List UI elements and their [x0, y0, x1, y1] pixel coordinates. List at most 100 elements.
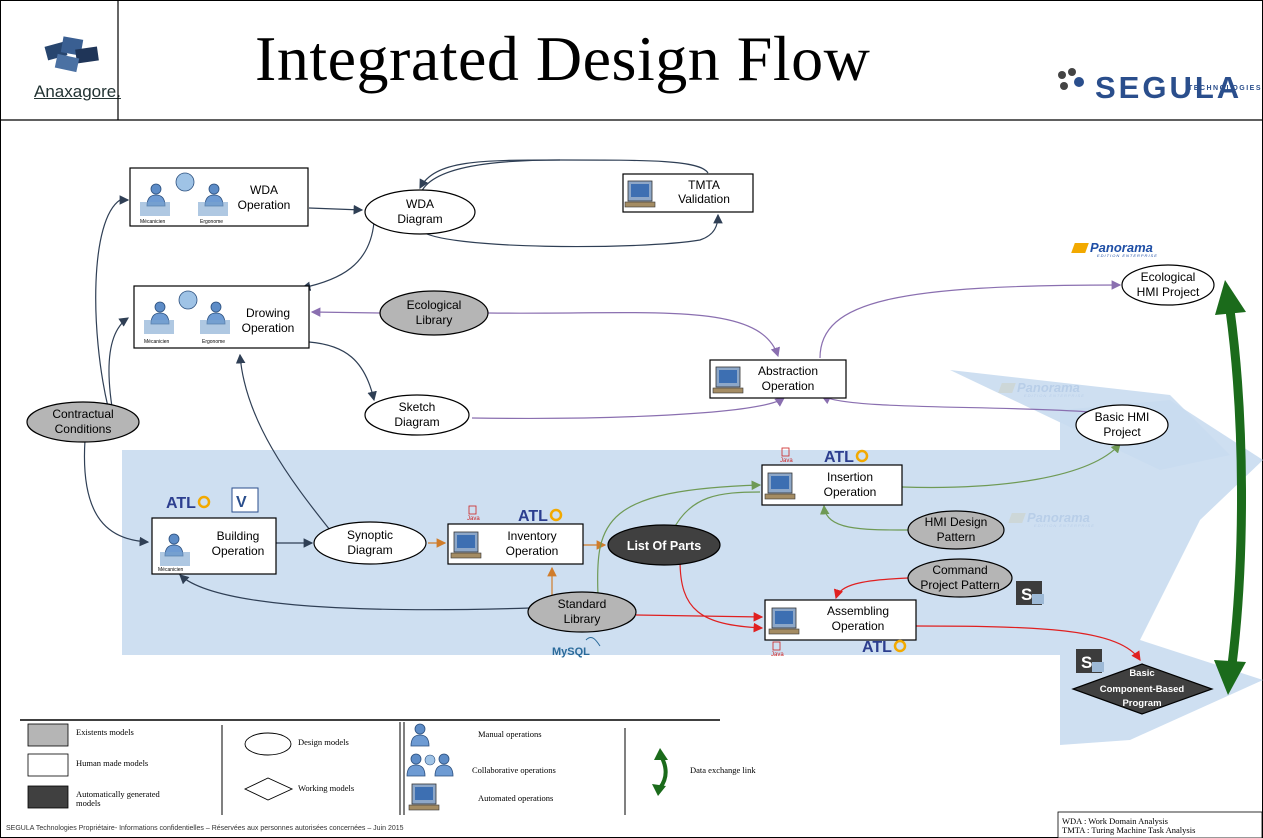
svg-text:Operation: Operation [832, 619, 885, 633]
svg-text:Java: Java [467, 516, 480, 522]
svg-text:Operation: Operation [824, 485, 877, 499]
s-square-icon: S [1076, 649, 1104, 673]
manual-operation-icon [410, 723, 430, 747]
svg-text:Synoptic: Synoptic [347, 528, 393, 542]
svg-text:Ergonome: Ergonome [202, 339, 225, 345]
java-icon: Java [780, 447, 793, 464]
svg-text:S: S [1021, 585, 1032, 604]
svg-text:Mécanicien: Mécanicien [158, 567, 184, 573]
svg-text:Operation: Operation [212, 544, 265, 558]
svg-text:Basic: Basic [1129, 668, 1154, 679]
svg-text:Component-Based: Component-Based [1100, 684, 1185, 695]
svg-text:Ergonome: Ergonome [200, 219, 223, 225]
ecological-hmi-project-node: Ecological HMI Project [1121, 264, 1215, 306]
basic-component-based-program-node: Basic Component-Based Program [1071, 663, 1214, 715]
svg-text:Contractual: Contractual [52, 407, 113, 421]
svg-text:List Of Parts: List Of Parts [627, 539, 701, 553]
atl-logo: ATL [824, 449, 869, 466]
contractual-conditions-node: Contractual Conditions [26, 401, 140, 443]
collaborative-operation-icon [406, 753, 426, 777]
svg-text:Library: Library [416, 313, 453, 327]
svg-text:Working models: Working models [298, 783, 354, 793]
automated-operation-icon [408, 783, 440, 811]
java-icon: Java [467, 505, 480, 522]
svg-text:HMI Project: HMI Project [1137, 285, 1200, 299]
svg-text:models: models [76, 798, 101, 808]
page-title: Integrated Design Flow [255, 23, 871, 94]
svg-text:Insertion: Insertion [827, 470, 873, 484]
svg-text:Ecological: Ecological [407, 298, 462, 312]
ecological-library-node: Ecological Library [379, 290, 489, 336]
atl-logo: ATL [518, 508, 563, 525]
svg-text:Standard: Standard [558, 597, 607, 611]
svg-text:Sketch: Sketch [399, 400, 436, 414]
svg-text:Mécanicien: Mécanicien [144, 339, 170, 345]
svg-text:Library: Library [564, 612, 601, 626]
s-square-icon: S [1016, 581, 1044, 605]
svg-text:ATL: ATL [518, 508, 548, 525]
list-of-parts-node: List Of Parts [607, 524, 721, 566]
svg-text:WDA: WDA [250, 183, 278, 197]
sketch-diagram-node: Sketch Diagram [364, 394, 470, 436]
svg-text:Command: Command [932, 563, 987, 577]
svg-text:Mécanicien: Mécanicien [140, 219, 166, 225]
abbreviation-tmta: TMTA : Turing Machine Task Analysis [1062, 825, 1196, 835]
svg-text:Pattern: Pattern [937, 530, 976, 544]
data-exchange-icon [652, 748, 668, 796]
wda-diagram-node: WDA Diagram [364, 189, 476, 235]
svg-text:Drowing: Drowing [246, 306, 290, 320]
legend: Existents models Human made models Autom… [20, 719, 756, 815]
svg-text:Project: Project [1103, 425, 1141, 439]
svg-text:WDA: WDA [406, 197, 434, 211]
svg-text:S: S [1081, 653, 1092, 672]
svg-text:Operation: Operation [506, 544, 559, 558]
svg-text:Diagram: Diagram [397, 212, 442, 226]
svg-text:Ecological: Ecological [1141, 270, 1196, 284]
atl-logo: ATL [862, 639, 907, 656]
basic-hmi-project-node: Basic HMI Project [1075, 404, 1169, 446]
anaxagore-logo-text: Anaxagore. [34, 82, 121, 101]
svg-text:Conditions: Conditions [55, 422, 112, 436]
anaxagore-logo-icon [44, 36, 99, 73]
data-exchange-arrow [1214, 280, 1247, 695]
svg-text:Assembling: Assembling [827, 604, 889, 618]
inventory-operation-node: Inventory Operation [447, 523, 584, 565]
svg-text:Automated operations: Automated operations [478, 793, 553, 803]
svg-text:Java: Java [780, 458, 793, 464]
footer-text: SEGULA Technologies Propriétaire- Inform… [6, 825, 404, 832]
svg-text:Collaborative operations: Collaborative operations [472, 765, 556, 775]
java-icon: Java [771, 641, 784, 658]
svg-text:Design models: Design models [298, 737, 349, 747]
svg-text:TMTA: TMTA [688, 178, 720, 192]
svg-text:Project Pattern: Project Pattern [920, 578, 999, 592]
svg-text:Java: Java [771, 652, 784, 658]
svg-text:Basic HMI: Basic HMI [1095, 410, 1150, 424]
abbreviation-wda: WDA : Work Domain Analysis [1062, 816, 1168, 826]
mysql-logo: MySQL [552, 637, 601, 658]
assembling-operation-node: Assembling Operation [764, 599, 917, 641]
atl-logo: ATL [166, 495, 211, 512]
abbreviation-box [1057, 811, 1263, 838]
svg-text:ATL: ATL [824, 449, 854, 466]
svg-text:Inventory: Inventory [507, 529, 556, 543]
svg-text:Operation: Operation [242, 321, 295, 335]
svg-text:Manual operations: Manual operations [478, 729, 542, 739]
svg-text:ATL: ATL [862, 639, 892, 656]
svg-text:Human made models: Human made models [76, 758, 148, 768]
visio-icon: V [231, 487, 259, 513]
svg-text:Existents models: Existents models [76, 727, 134, 737]
svg-text:ATL: ATL [166, 495, 196, 512]
svg-text:Operation: Operation [762, 379, 815, 393]
standard-library-node: Standard Library [527, 591, 637, 633]
svg-text:HMI Design: HMI Design [925, 515, 988, 529]
svg-text:V: V [236, 494, 247, 511]
svg-text:Diagram: Diagram [394, 415, 439, 429]
svg-text:Data exchange link: Data exchange link [690, 765, 756, 775]
segula-logo-icon [1058, 68, 1084, 90]
svg-text:Operation: Operation [238, 198, 291, 212]
command-project-pattern-node: Command Project Pattern [907, 558, 1013, 598]
svg-text:Automatically generated: Automatically generated [76, 789, 161, 799]
svg-text:Validation: Validation [678, 192, 730, 206]
